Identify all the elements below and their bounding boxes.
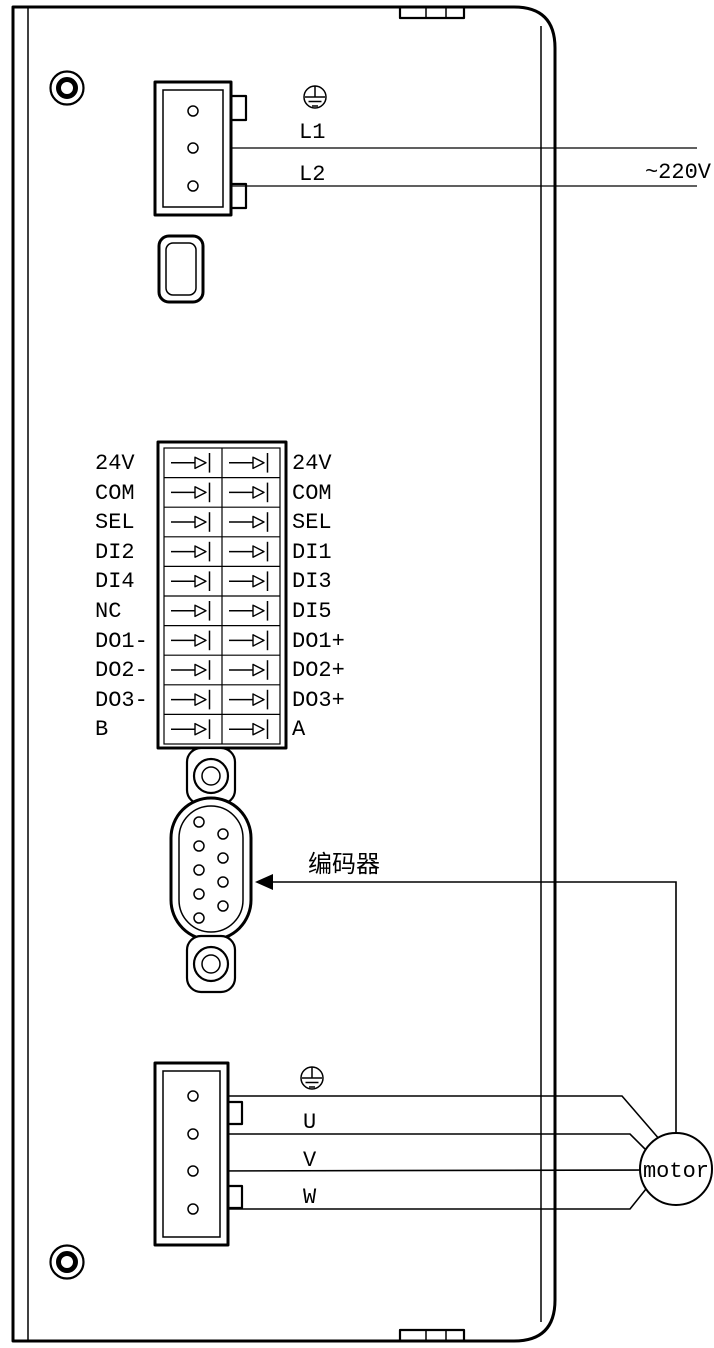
encoder-label: 编码器: [308, 851, 380, 878]
io-label: COM: [292, 481, 332, 506]
usb-outer: [157, 234, 205, 304]
label-u: U: [303, 1110, 316, 1135]
db9-pin: [193, 912, 205, 924]
io-label: DO1+: [292, 629, 345, 654]
connector-pin: [187, 142, 199, 154]
screw-hole-outer-ring: [49, 70, 85, 106]
encoder-connector: [169, 746, 253, 994]
connector-pin: [187, 1090, 199, 1102]
connector-outer: [153, 1061, 230, 1247]
io-label: DI4: [95, 569, 135, 594]
db9-pin: [193, 816, 205, 828]
io-label: DI5: [292, 599, 332, 624]
motor-circle: [639, 1132, 713, 1206]
screw-hole-inner-ring: [56, 1251, 78, 1273]
ac-power-wires: [198, 147, 697, 187]
label-l2: L2: [299, 162, 325, 187]
connector-tab: [229, 94, 248, 122]
connector-inner: [162, 1070, 221, 1238]
encoder-cable: [272, 881, 677, 1136]
io-label: DO1-: [95, 629, 148, 654]
connector-tab: [229, 182, 248, 210]
connector-tab: [226, 1100, 244, 1126]
io-label: DO3+: [292, 688, 345, 713]
io-label: DO2+: [292, 658, 345, 683]
io-labels-right: 24V COM SEL DI1 DI3 DI5 DO1+ DO2+ DO3+ A: [292, 451, 345, 742]
screw-hole-bottom-left: [49, 1244, 85, 1280]
label-w: W: [303, 1185, 317, 1210]
db9-pin: [193, 864, 205, 876]
mounting-hole-inner: [201, 954, 221, 974]
screw-hole-outer-ring: [49, 1244, 85, 1280]
usb-connector: [157, 234, 205, 304]
connector-pin: [187, 180, 199, 192]
io-label: NC: [95, 599, 121, 624]
db9-outer: [169, 796, 253, 942]
io-label: A: [292, 717, 306, 742]
earth-ground-icon: [300, 1066, 324, 1090]
io-grid-lines: [164, 448, 280, 744]
connector-pin: [187, 1128, 199, 1140]
arrow-head-icon: [255, 874, 273, 890]
bottom-clip-inner: [425, 1329, 447, 1342]
io-label: DO3-: [95, 688, 148, 713]
io-label: 24V: [95, 451, 135, 476]
power-input-connector: [153, 80, 248, 217]
db9-pin: [193, 888, 205, 900]
io-label: DI1: [292, 540, 332, 565]
screw-hole-top-left: [49, 70, 85, 106]
v-wire: [198, 1133, 651, 1155]
io-label: 24V: [292, 451, 332, 476]
connector-outer: [153, 80, 233, 217]
encoder-callout: 编码器: [255, 851, 677, 1136]
label-v: V: [303, 1148, 317, 1173]
fourth-wire: [198, 1183, 651, 1210]
label-voltage: ~220V: [645, 160, 712, 185]
io-labels-left: 24V COM SEL DI2 DI4 NC DO1- DO2- DO3- B: [95, 451, 148, 742]
motor-label: motor: [643, 1159, 709, 1184]
io-terminal-block: [156, 440, 288, 750]
connector-pin: [187, 1203, 199, 1215]
mounting-hole-outer: [192, 945, 230, 983]
connector-tab: [226, 1184, 244, 1210]
io-label: DO2-: [95, 658, 148, 683]
io-label: B: [95, 717, 108, 742]
db9-pin: [217, 900, 229, 912]
io-label: COM: [95, 481, 135, 506]
db9-pin: [193, 840, 205, 852]
screw-hole-inner-ring: [56, 77, 78, 99]
io-label: DI2: [95, 540, 135, 565]
w-wire: [197, 1169, 646, 1172]
motor: motor: [639, 1132, 713, 1206]
earth-ground-icon: [303, 85, 327, 109]
db9-pin: [217, 876, 229, 888]
db9-inner: [178, 805, 244, 933]
mounting-tab-bottom: [185, 934, 237, 994]
label-l1: L1: [299, 120, 325, 145]
connector-pin: [187, 1165, 199, 1177]
io-label: SEL: [95, 510, 135, 535]
db9-pin: [217, 828, 229, 840]
mounting-hole-inner: [201, 766, 221, 786]
db9-pin: [217, 852, 229, 864]
io-label: SEL: [292, 510, 332, 535]
top-clip-inner: [425, 6, 447, 19]
motor-power-connector: [153, 1061, 244, 1247]
usb-inner: [165, 242, 197, 296]
mounting-hole-outer: [192, 757, 230, 795]
connector-pin: [187, 105, 199, 117]
motor-wires: [197, 1095, 661, 1210]
io-label: DI3: [292, 569, 332, 594]
connector-inner: [162, 89, 224, 208]
u-wire: [198, 1095, 661, 1141]
